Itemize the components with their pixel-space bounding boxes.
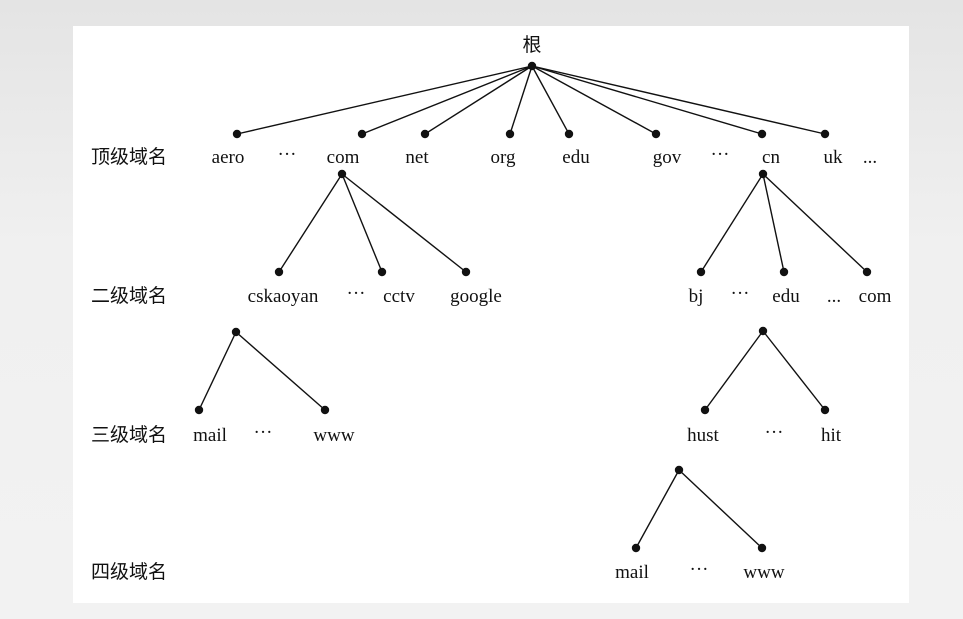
edge-hust-mail	[635, 469, 680, 549]
node-cn-parent	[758, 169, 768, 179]
label-uk: uk	[824, 147, 844, 168]
label-edu-cn: edu	[772, 286, 800, 307]
node-com	[357, 129, 367, 139]
label-cskaoyan: cskaoyan	[248, 286, 319, 307]
label-org: org	[491, 147, 516, 168]
label-second-ellipsis-cn-1: ···	[731, 283, 750, 304]
label-top-ellipsis-2: ···	[711, 144, 730, 165]
label-cn: cn	[762, 147, 780, 168]
edge-cskaoyan-mail	[198, 331, 237, 411]
node-aero	[232, 129, 242, 139]
node-edu	[564, 129, 574, 139]
edges-root-to-top-level	[236, 65, 826, 135]
label-hust: hust	[687, 425, 719, 446]
label-hit: hit	[821, 425, 842, 446]
label-cctv: cctv	[383, 286, 415, 307]
label-mail-cskaoyan: mail	[193, 425, 227, 446]
edge-root-uk	[531, 65, 826, 135]
node-cskaoyan	[274, 267, 284, 277]
node-hit	[820, 405, 830, 415]
label-top-ellipsis-1: ···	[278, 144, 297, 165]
label-third-ellipsis-cskaoyan: ···	[254, 422, 273, 443]
label-top-ellipsis-3: ...	[863, 147, 877, 168]
node-cskaoyan-parent	[231, 327, 241, 337]
node-cn	[757, 129, 767, 139]
label-edu: edu	[562, 147, 590, 168]
label-gov: gov	[653, 147, 682, 168]
level-label-top: 顶级域名	[91, 146, 167, 168]
label-second-ellipsis-com: ···	[347, 283, 366, 304]
node-mail-hust	[631, 543, 641, 553]
node-net	[420, 129, 430, 139]
edge-com-google	[341, 173, 467, 273]
edge-root-edu	[531, 65, 570, 135]
label-google: google	[450, 286, 502, 307]
node-mail-cskaoyan	[194, 405, 204, 415]
node-www-cskaoyan	[320, 405, 330, 415]
node-www-hust	[757, 543, 767, 553]
edges-cn-to-second-level	[700, 173, 868, 273]
label-second-ellipsis-cn-2: ...	[827, 286, 841, 307]
node-org	[505, 129, 515, 139]
label-mail-hust: mail	[615, 562, 649, 583]
edge-cn-com	[762, 173, 868, 273]
edge-root-aero	[236, 65, 533, 135]
node-bj	[696, 267, 706, 277]
edge-root-gov	[531, 65, 657, 135]
node-uk	[820, 129, 830, 139]
edge-root-org	[509, 65, 533, 135]
node-com-cn	[862, 267, 872, 277]
node-com-parent	[337, 169, 347, 179]
label-bj: bj	[689, 286, 704, 307]
level-label-fourth: 四级域名	[91, 561, 167, 583]
edge-com-cskaoyan	[278, 173, 343, 273]
edge-com-cctv	[341, 173, 383, 273]
node-google	[461, 267, 471, 277]
edge-root-com	[361, 65, 533, 135]
label-www-cskaoyan: www	[313, 425, 354, 446]
edges-edu-to-third-level	[704, 330, 826, 411]
node-hust	[700, 405, 710, 415]
root-label: 根	[522, 34, 541, 56]
label-net: net	[405, 147, 429, 168]
node-hust-parent	[674, 465, 684, 475]
edge-root-cn	[531, 65, 763, 135]
label-com-cn: com	[859, 286, 892, 307]
edges-com-to-second-level	[278, 173, 467, 273]
level-label-third: 三级域名	[91, 424, 167, 446]
edge-cn-edu	[762, 173, 785, 273]
edges-hust-to-fourth-level	[635, 469, 763, 549]
edge-edu-hust	[704, 330, 764, 411]
edges-cskaoyan-to-third-level	[198, 331, 326, 411]
edge-root-net	[424, 65, 533, 135]
label-third-ellipsis-edu: ···	[765, 422, 784, 443]
label-aero: aero	[212, 147, 245, 168]
node-edu-cn	[779, 267, 789, 277]
edge-cskaoyan-www	[235, 331, 326, 411]
edge-edu-hit	[762, 330, 826, 411]
edge-cn-bj	[700, 173, 764, 273]
tree-nodes	[194, 61, 872, 553]
node-root	[527, 61, 537, 71]
label-www-hust: www	[743, 562, 784, 583]
edge-hust-www	[678, 469, 763, 549]
node-gov	[651, 129, 661, 139]
label-fourth-ellipsis-hust: ···	[690, 559, 709, 580]
node-edu-parent	[758, 326, 768, 336]
node-cctv	[377, 267, 387, 277]
diagram-panel	[73, 26, 909, 603]
label-com: com	[327, 147, 360, 168]
level-label-second: 二级域名	[91, 285, 167, 307]
